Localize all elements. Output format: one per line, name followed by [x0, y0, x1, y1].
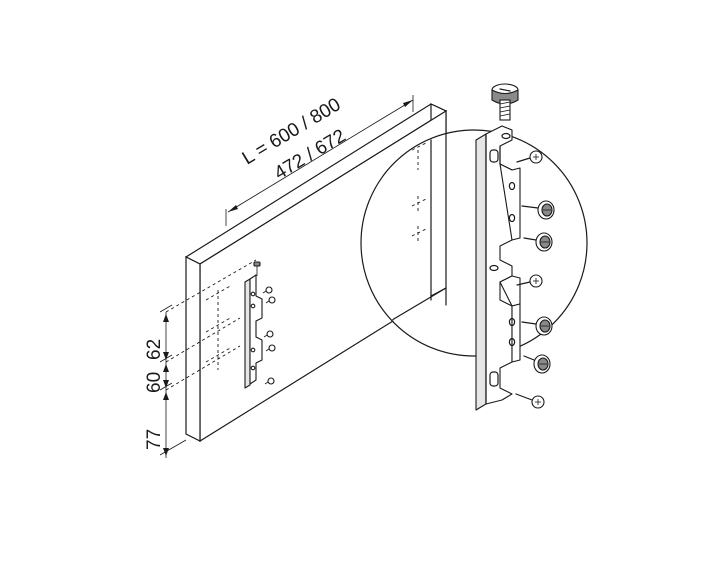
small-bracket [244, 261, 276, 389]
screw-icon [521, 200, 555, 220]
spacing-middle-label: 60 [144, 372, 165, 393]
wood-screw-icons [515, 150, 555, 409]
screw-icon [515, 393, 545, 409]
screw-icon [516, 274, 543, 288]
large-bracket [475, 125, 521, 411]
screw-icon [521, 316, 553, 336]
top-bolt-icon [491, 83, 519, 121]
hole-extension-lines [165, 259, 257, 391]
vertical-dimensions: 62 60 77 [144, 304, 187, 458]
screw-icon [523, 232, 553, 252]
screw-icon [523, 354, 551, 374]
magnify-circle [360, 129, 588, 357]
small-screw-icons [253, 261, 276, 385]
spacing-bottom-label: 77 [144, 429, 165, 450]
spacing-top-label: 62 [144, 339, 165, 360]
hole-marks-zoom [411, 141, 429, 244]
screw-icon [516, 150, 543, 164]
